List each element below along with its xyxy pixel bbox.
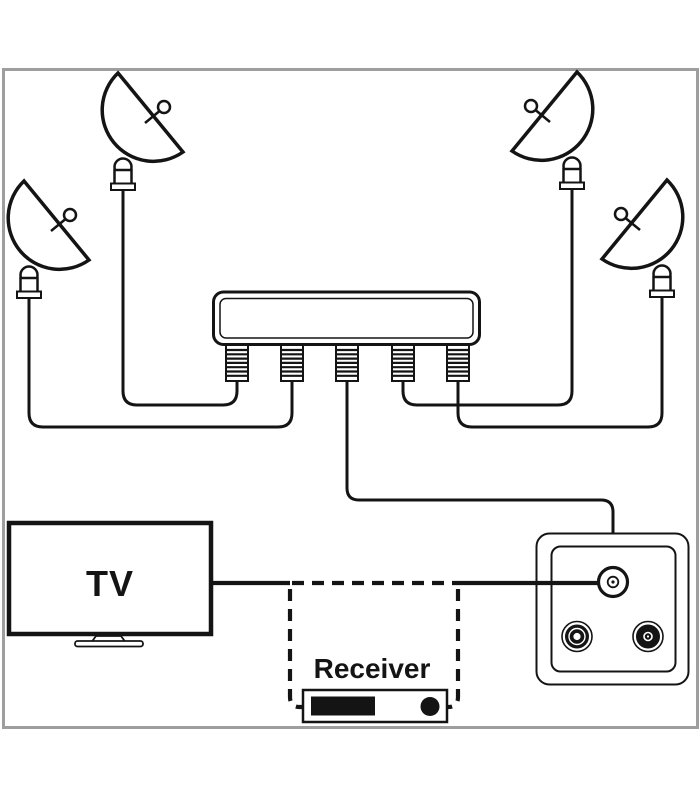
multiswitch-body-inner-line [219, 297, 474, 339]
dashed-line-left-drop [287, 589, 302, 710]
cable-dish-inner-right-to-port-4 [401, 189, 574, 407]
tv-stand-base [74, 640, 144, 648]
multiswitch [212, 290, 481, 383]
outlet-tv-connector-inner-ring [568, 627, 586, 646]
receiver-display [311, 696, 375, 716]
multiswitch-port-2 [279, 343, 305, 383]
receiver-knob [420, 697, 440, 716]
tv-label: TV [86, 563, 134, 604]
tv-screen [6, 520, 214, 637]
multiswitch-port-1 [224, 343, 250, 383]
outlet-sat-connector [596, 565, 630, 599]
receiver: Receiver [301, 653, 449, 724]
outlet-sat-connector-pin [611, 580, 615, 584]
coax-wall-outlet [456, 532, 690, 686]
multiswitch-port-3 [334, 343, 360, 383]
cable-dish-outer-right-to-port-5 [456, 297, 664, 429]
outlet-tv-connector-socket [573, 632, 581, 641]
outlet-faceplate-inner [550, 545, 677, 673]
outlet-radio-connector-pin [646, 635, 650, 638]
receiver-label: Receiver [314, 653, 431, 684]
outlet-radio-connector-ring [643, 631, 653, 642]
cable-dish-inner-left-to-port-1 [121, 190, 239, 407]
multiswitch-port-5 [445, 343, 471, 383]
outlet-tv-connector [561, 620, 593, 653]
tv: TV [6, 520, 214, 648]
outlet-radio-connector [632, 620, 664, 653]
cable-dish-outer-left-to-port-2 [27, 298, 294, 429]
multiswitch-port-4 [390, 343, 416, 383]
cable-multiswitch-to-outlet [345, 381, 615, 534]
multiswitch-body [212, 290, 481, 346]
